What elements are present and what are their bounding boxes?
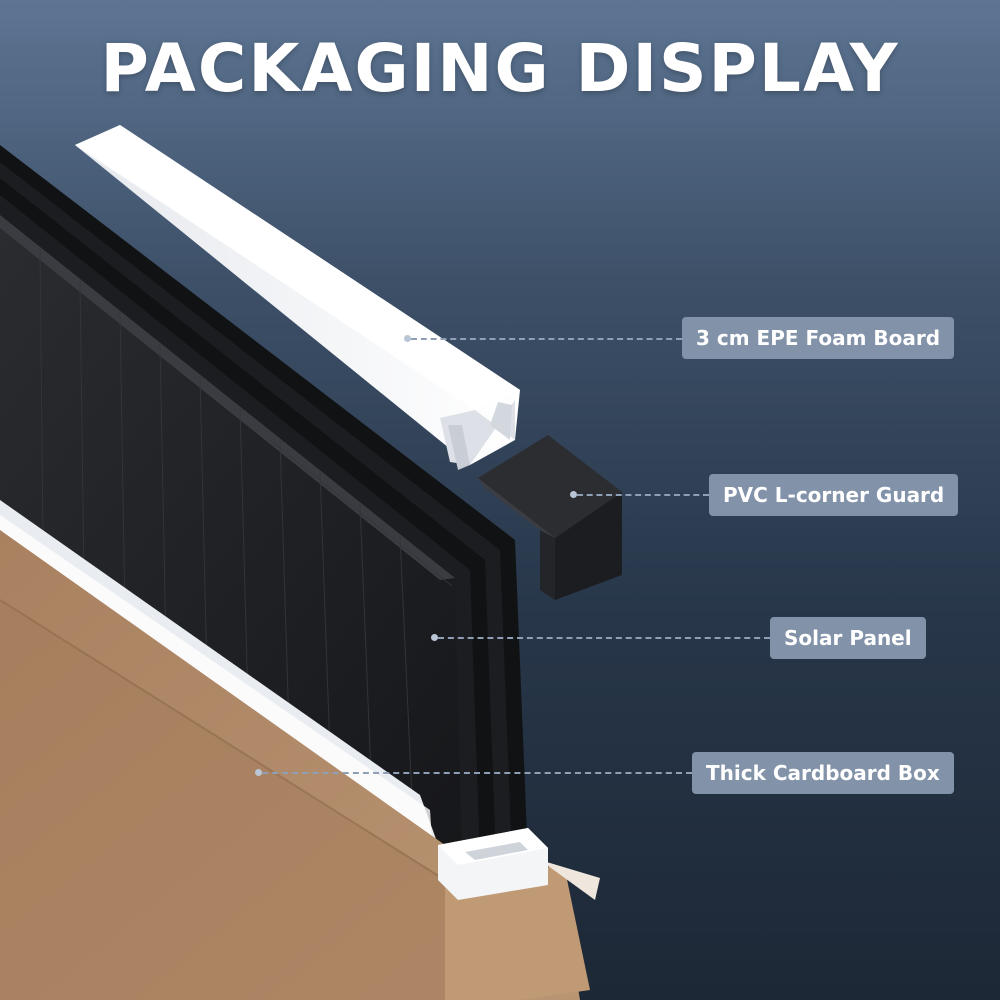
callout-leader-line [411,338,682,340]
cardboard-box [0,530,600,1000]
callout-leader-line [262,772,692,774]
foam-corner-piece [438,828,548,900]
callout-anchor-dot [255,769,262,776]
callout-leader-line [438,637,770,639]
page-title: PACKAGING DISPLAY [100,30,900,107]
callout-corner-guard: PVC L-corner Guard [709,474,959,516]
pvc-corner-guard [478,435,622,600]
callout-cardboard-box: Thick Cardboard Box [692,752,954,794]
callout-anchor-dot [570,491,577,498]
callout-anchor-dot [431,634,438,641]
callout-anchor-dot [404,335,411,342]
callout-leader-line [577,494,709,496]
solar-panel-stack [0,145,528,860]
solar-panel [0,215,462,860]
callout-foam-board: 3 cm EPE Foam Board [682,317,955,359]
callout-solar-panel: Solar Panel [770,617,926,659]
